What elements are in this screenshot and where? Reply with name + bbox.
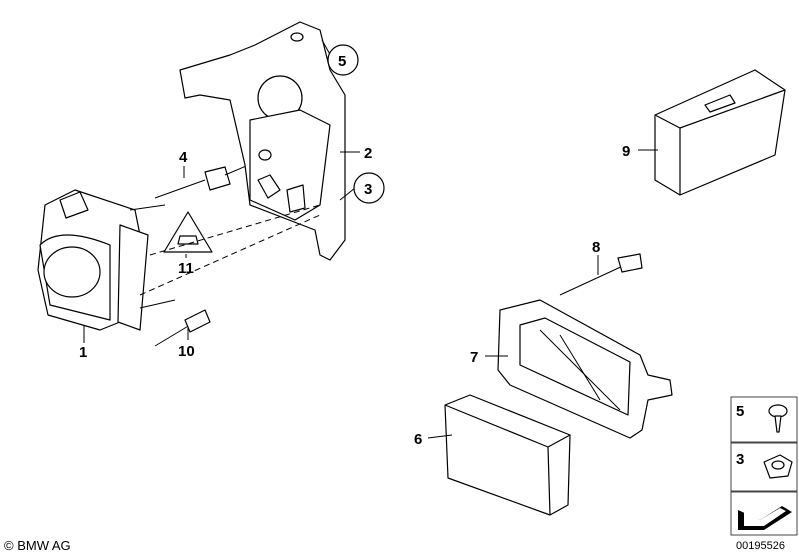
callout-3: 3 [364,181,372,198]
control-unit [654,69,786,196]
bracket [179,21,346,261]
clip-nut-icon [763,454,793,479]
mounting-frame [497,299,673,439]
callout-6: 6 [414,431,422,448]
callout-11: 11 [178,260,194,277]
copyright-text: © BMW AG [4,538,71,553]
legend-panel: 5 3 [730,396,798,536]
legend-item-3: 3 [736,451,744,468]
screw-8 [559,253,643,296]
callout-1: 1 [79,344,87,361]
legend-item-5: 5 [736,403,744,420]
arrow-icon [738,506,792,530]
screw-icon [768,404,788,433]
leader-lines [83,39,658,439]
callout-2: 2 [364,145,372,162]
callout-3-circle [353,172,385,204]
screw-10 [154,309,211,347]
warning-label [163,211,213,253]
sensor-unit [37,189,149,331]
callout-10: 10 [178,343,195,360]
diagram-number: 00195526 [736,540,785,552]
callout-5: 5 [338,53,346,70]
callout-5-circle [327,44,359,76]
callout-9: 9 [622,143,630,160]
callout-7: 7 [470,349,478,366]
sensor-plate [444,394,571,516]
callout-4: 4 [179,149,188,166]
callout-8: 8 [592,239,600,256]
